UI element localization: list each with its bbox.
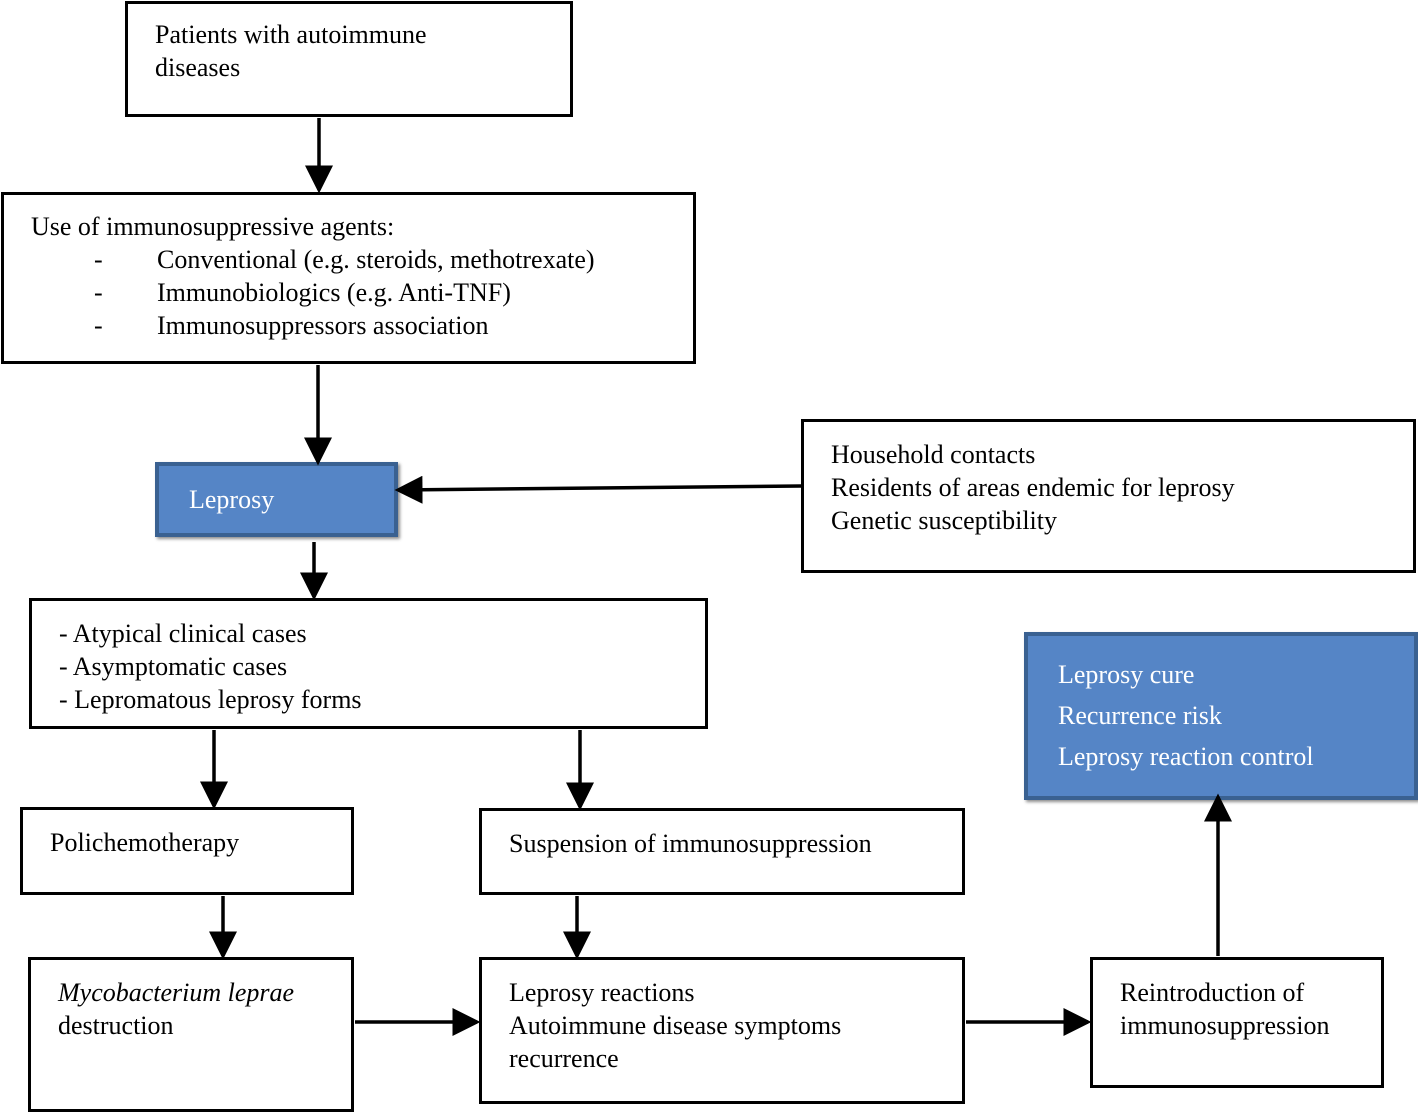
outcome-reaction-control: Leprosy reaction control — [1058, 742, 1314, 771]
leprosy-box: Leprosy — [155, 462, 398, 537]
agent-bullet-immunobiologics: -Immunobiologics (e.g. Anti-TNF) — [94, 278, 511, 307]
arrow-risk-to-leprosy — [394, 475, 802, 504]
outcome-cure: Leprosy cure — [1058, 660, 1195, 689]
outcomes-box: Leprosy cure Recurrence risk Leprosy rea… — [1024, 632, 1418, 800]
agent-bullet-association: -Immunosuppressors association — [94, 311, 489, 340]
reactions-line-2: Autoimmune disease symptoms — [509, 1011, 842, 1040]
autoimmune-line-1: Patients with autoimmune — [155, 20, 427, 49]
presentation-atypical: - Atypical clinical cases — [59, 619, 307, 648]
reactions-line-3: recurrence — [509, 1044, 619, 1073]
destruction-organism: Mycobacterium leprae — [58, 978, 295, 1007]
immunosuppressive-agents-box: Use of immunosuppressive agents: -Conven… — [1, 192, 696, 364]
immunosuppressive-heading: Use of immunosuppressive agents: — [31, 212, 395, 241]
reintroduction-box: Reintroduction of immunosuppression — [1090, 957, 1384, 1088]
leprosy-label: Leprosy — [189, 485, 275, 514]
risk-factor-genetic: Genetic susceptibility — [831, 506, 1058, 535]
destruction-box: Mycobacterium leprae destruction — [28, 957, 354, 1112]
agent-bullet-conventional: -Conventional (e.g. steroids, methotrexa… — [94, 245, 595, 274]
reactions-line-1: Leprosy reactions — [509, 978, 695, 1007]
risk-factor-household: Household contacts — [831, 440, 1036, 469]
presentation-asymptomatic: - Asymptomatic cases — [59, 652, 288, 681]
outcome-recurrence-risk: Recurrence risk — [1058, 701, 1222, 730]
polichemotherapy-label: Polichemotherapy — [50, 828, 240, 857]
risk-factor-endemic: Residents of areas endemic for leprosy — [831, 473, 1235, 502]
reintroduction-line-2: immunosuppression — [1120, 1011, 1330, 1040]
presentation-lepromatous: - Lepromatous leprosy forms — [59, 685, 362, 714]
risk-factors-box: Household contacts Residents of areas en… — [801, 419, 1416, 573]
destruction-label: destruction — [58, 1011, 174, 1040]
autoimmune-line-2: diseases — [155, 53, 241, 82]
autoimmune-patients-box: Patients with autoimmune diseases — [125, 1, 573, 117]
suspension-label: Suspension of immunosuppression — [509, 829, 872, 858]
polichemotherapy-box: Polichemotherapy — [20, 807, 354, 895]
suspension-box: Suspension of immunosuppression — [479, 808, 965, 895]
reintroduction-line-1: Reintroduction of — [1120, 978, 1305, 1007]
clinical-presentations-box: - Atypical clinical cases - Asymptomatic… — [29, 598, 708, 729]
leprosy-reactions-box: Leprosy reactions Autoimmune disease sym… — [479, 957, 965, 1104]
